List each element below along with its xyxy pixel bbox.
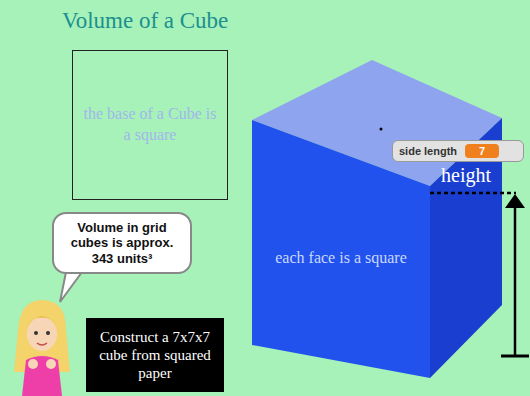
- base-square: the base of a Cube is a square: [72, 50, 228, 200]
- instruction-box: Construct a 7x7x7 cube from squared pape…: [86, 318, 224, 392]
- node-text: Construct a 7x7x7 cube from squared pape…: [92, 328, 218, 382]
- node-text: side length: [399, 145, 457, 157]
- center-dot: [380, 128, 383, 131]
- height-arrow: [514, 202, 517, 356]
- arrow-head: [505, 194, 525, 208]
- page-title: Volume of a Cube: [62, 8, 228, 34]
- arrow-base: [501, 355, 529, 358]
- height-label: height: [441, 164, 491, 187]
- node-text: the base of a Cube is a square: [83, 104, 217, 146]
- node-text: Volume in grid cubes is approx. 343 unit…: [60, 220, 184, 267]
- bubble-tail: [60, 272, 82, 302]
- node-text: each face is a square: [275, 248, 406, 268]
- value-box: 7: [465, 144, 499, 158]
- girl-figure: [14, 300, 70, 396]
- slider-widget: side length 7: [392, 140, 524, 162]
- dashed-line: [430, 192, 516, 195]
- speech-bubble: Volume in grid cubes is approx. 343 unit…: [52, 212, 192, 274]
